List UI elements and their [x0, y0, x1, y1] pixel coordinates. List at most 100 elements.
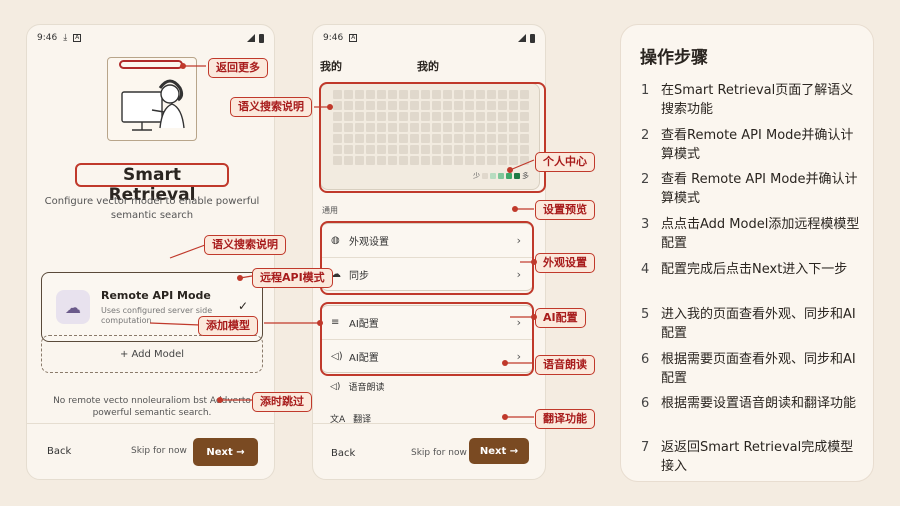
translate-icon: 文A	[330, 415, 346, 425]
heatmap-cell	[443, 134, 452, 143]
annotation-dot	[180, 63, 186, 69]
section-label-general: 通用	[322, 206, 338, 215]
mode-title: Remote API Mode	[101, 289, 211, 302]
heatmap-cell	[344, 112, 353, 121]
skip-button[interactable]: Skip for now	[411, 448, 467, 458]
heatmap-cell	[421, 156, 430, 165]
heatmap-cell	[388, 156, 397, 165]
heatmap-cell	[399, 145, 408, 154]
heatmap-cell	[465, 112, 474, 121]
settings-row-appearance[interactable]: ◍ 外观设置 ›	[321, 224, 533, 257]
heatmap-cell	[432, 101, 441, 110]
speaker-icon: ◁)	[331, 350, 343, 362]
back-button[interactable]: Back	[47, 446, 72, 457]
heatmap-grid	[333, 90, 529, 165]
heatmap-cell	[432, 123, 441, 132]
annotation-dot	[502, 360, 508, 366]
settings-row-ai-config[interactable]: ≡ AI配置 ›	[321, 306, 533, 339]
heatmap-cell	[476, 156, 485, 165]
footer-bar: Back Skip for now Next →	[313, 423, 545, 479]
settings-row-translate[interactable]: 文A 翻译	[330, 412, 371, 425]
page-title: Smart Retrieval	[75, 163, 229, 205]
heatmap-legend: 少 多	[473, 171, 529, 181]
heatmap-cell	[421, 123, 430, 132]
remote-api-mode-card[interactable]: ☁ Remote API Mode Uses configured server…	[41, 272, 263, 342]
heatmap-cell	[355, 145, 364, 154]
heatmap-cell	[487, 134, 496, 143]
heatmap-cell	[355, 112, 364, 121]
legend-more: 多	[522, 172, 529, 180]
step-number: 2	[641, 128, 650, 143]
heatmap-cell	[377, 90, 386, 99]
wifi-icon	[518, 34, 526, 42]
heatmap-cell	[344, 156, 353, 165]
heatmap-cell	[465, 156, 474, 165]
step-number: 2	[641, 172, 650, 187]
heatmap-cell	[465, 145, 474, 154]
heatmap-cell	[410, 145, 419, 154]
heatmap-cell	[388, 112, 397, 121]
row-label: 语音朗读	[348, 383, 385, 393]
heatmap-cell	[333, 112, 342, 121]
heatmap-cell	[509, 123, 518, 132]
next-button[interactable]: Next →	[469, 438, 529, 464]
heatmap-cell	[476, 112, 485, 121]
next-button[interactable]: Next →	[193, 438, 258, 466]
status-time: 9:46	[37, 33, 58, 43]
step-text: 进入我的页面查看外观、同步和AI配置	[661, 307, 856, 341]
annotation-dot	[317, 320, 323, 326]
annotation-dot	[507, 167, 513, 173]
add-model-button[interactable]: + Add Model	[41, 335, 263, 373]
legend-swatch	[490, 173, 496, 179]
heatmap-cell	[366, 134, 375, 143]
settings-row-sync[interactable]: ☁ 同步 ›	[321, 257, 533, 290]
heatmap-cell	[399, 123, 408, 132]
back-button[interactable]: Back	[331, 448, 356, 459]
heatmap-cell	[498, 134, 507, 143]
heatmap-cell	[388, 134, 397, 143]
status-time: 9:46	[323, 33, 344, 43]
highlight-appearance-group	[320, 221, 534, 295]
heatmap-cell	[410, 134, 419, 143]
skip-button[interactable]: Skip for now	[131, 446, 187, 456]
heatmap-cell	[377, 145, 386, 154]
heatmap-cell	[355, 134, 364, 143]
heatmap-cell	[410, 112, 419, 121]
heatmap-cell	[410, 90, 419, 99]
row-label: 翻译	[353, 415, 372, 425]
step-number: 7	[641, 440, 650, 455]
heatmap-cell	[498, 123, 507, 132]
heatmap-cell	[333, 123, 342, 132]
heatmap-cell	[454, 145, 463, 154]
heatmap-cell	[432, 156, 441, 165]
step-text: 根据需要页面查看外观、同步和AI配置	[661, 352, 856, 386]
heatmap-cell	[509, 134, 518, 143]
heatmap-cell	[355, 90, 364, 99]
chevron-right-icon: ›	[516, 316, 521, 329]
heatmap-cell	[399, 101, 408, 110]
legend-swatch	[498, 173, 504, 179]
status-bar: 9:46 ⤓ A	[27, 25, 274, 51]
heatmap-cell	[421, 145, 430, 154]
heatmap-cell	[421, 90, 430, 99]
heatmap-cell	[432, 134, 441, 143]
heatmap-cell	[377, 112, 386, 121]
heatmap-cell	[454, 112, 463, 121]
step-number: 5	[641, 307, 650, 322]
settings-row-ai-config-2[interactable]: ◁) AI配置 ›	[321, 339, 533, 372]
row-label: 外观设置	[349, 237, 389, 248]
annotation-dot	[237, 275, 243, 281]
heatmap-cell	[509, 112, 518, 121]
heatmap-cell	[410, 123, 419, 132]
speaker-icon: ◁)	[330, 381, 341, 392]
settings-row-tts[interactable]: ◁) 语音朗读	[330, 380, 385, 394]
back-more-pill[interactable]	[119, 60, 183, 69]
page-subtitle: Configure vector model to enable powerfu…	[44, 196, 260, 221]
heatmap-cell	[344, 145, 353, 154]
annotation-ai-config: AI配置	[535, 308, 586, 328]
